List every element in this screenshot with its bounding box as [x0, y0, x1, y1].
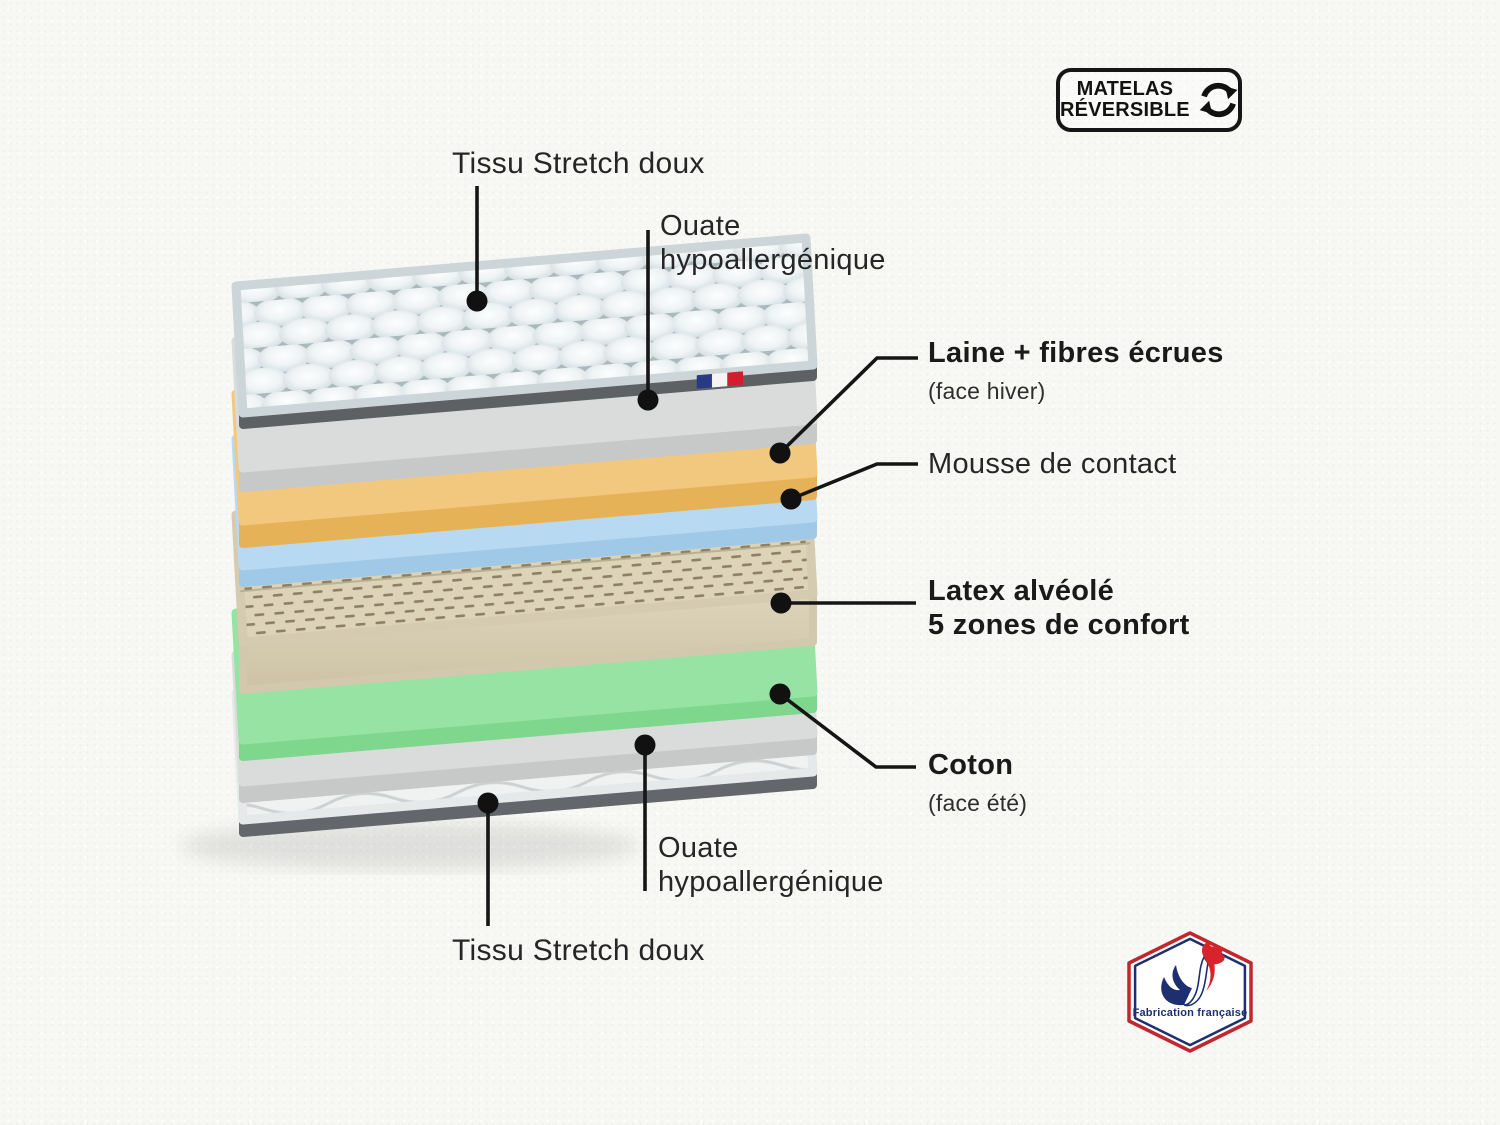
leader-mousse-de-contact	[780, 462, 918, 510]
label-text: Latex alvéolé	[928, 575, 1115, 607]
french-flag-tag	[696, 371, 743, 389]
label-ouate-top: Ouate hypoallergénique	[660, 209, 886, 277]
label-latex-alveole: Latex alvéolé 5 zones de confort	[928, 574, 1190, 642]
rooster-icon	[1161, 941, 1225, 1007]
leader-tissu-stretch-top	[466, 186, 488, 312]
badge-line1: MATELAS	[1076, 77, 1174, 100]
leader-latex-alveole	[770, 592, 916, 614]
leader-laine-fibres-ecrues	[769, 356, 918, 464]
fabrication-francaise-logo	[1120, 925, 1260, 1060]
label-coton: Coton (face été)	[928, 748, 1027, 820]
label-mousse-de-contact: Mousse de contact	[928, 447, 1177, 481]
label-text: Coton	[928, 749, 1014, 781]
label-laine-fibres-ecrues: Laine + fibres écrues (face hiver)	[928, 336, 1224, 408]
label-text: Ouate	[660, 210, 741, 242]
label-text: Tissu Stretch doux	[452, 147, 705, 180]
label-text: Ouate	[658, 832, 739, 864]
label-text: Mousse de contact	[928, 448, 1177, 480]
layer-tissu-stretch-top	[231, 233, 818, 429]
leader-ouate-top	[637, 230, 659, 411]
fabrication-francaise-caption: Fabrication française	[1132, 1007, 1248, 1019]
leader-tissu-stretch-bottom	[477, 792, 499, 926]
badge-line2: RÉVERSIBLE	[1060, 99, 1190, 121]
label-text: hypoallergénique	[660, 244, 886, 276]
reversible-badge: MATELAS RÉVERSIBLE	[1056, 68, 1242, 132]
label-tissu-stretch-top: Tissu Stretch doux	[452, 147, 705, 181]
logo-inner-hexagon	[1133, 937, 1247, 1047]
label-text: Laine + fibres écrues	[928, 337, 1224, 369]
label-text: Tissu Stretch doux	[452, 934, 705, 967]
mattress-shadow	[180, 822, 640, 870]
label-tissu-stretch-bottom: Tissu Stretch doux	[452, 934, 705, 968]
reversible-arrows-icon	[1199, 82, 1238, 118]
leader-ouate-bottom	[634, 734, 656, 891]
reversible-badge-text: MATELAS RÉVERSIBLE	[1060, 77, 1190, 122]
label-text: hypoallergénique	[658, 866, 884, 898]
leader-coton	[769, 683, 916, 769]
label-text: 5 zones de confort	[928, 609, 1190, 641]
label-ouate-bottom: Ouate hypoallergénique	[658, 831, 884, 899]
label-subtext: (face hiver)	[928, 378, 1046, 404]
label-subtext: (face été)	[928, 790, 1028, 816]
